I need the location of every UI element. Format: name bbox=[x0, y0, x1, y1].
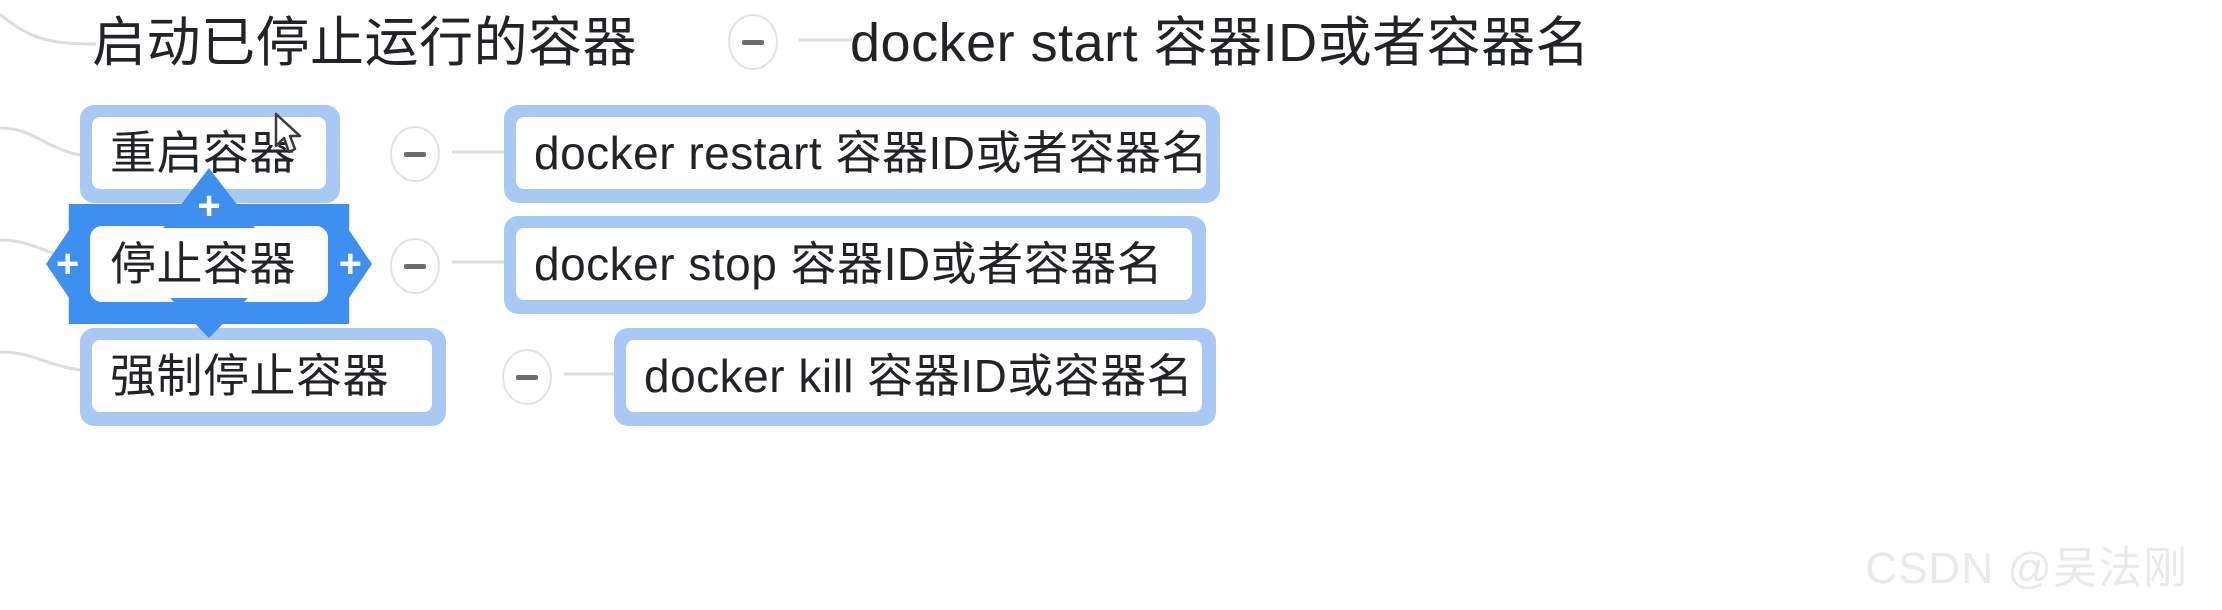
minus-icon bbox=[404, 151, 426, 157]
command-node-4-label: docker kill 容器ID或容器名 bbox=[624, 338, 1204, 414]
collapse-toggle-3[interactable] bbox=[390, 238, 440, 294]
minus-icon bbox=[404, 263, 426, 269]
topic-node-4[interactable]: 强制停止容器 bbox=[80, 328, 446, 426]
minus-icon bbox=[742, 39, 764, 45]
collapse-toggle-1[interactable] bbox=[728, 14, 778, 70]
command-node-1[interactable]: docker start 容器ID或者容器名 bbox=[850, 6, 1960, 80]
topic-node-1[interactable]: 启动已停止运行的容器 bbox=[92, 6, 652, 80]
collapse-toggle-2[interactable] bbox=[390, 126, 440, 182]
command-node-1-label: docker start 容器ID或者容器名 bbox=[850, 13, 1591, 73]
topic-node-4-label: 强制停止容器 bbox=[90, 338, 434, 414]
command-node-3[interactable]: docker stop 容器ID或者容器名 bbox=[504, 216, 1206, 314]
command-node-2-label: docker restart 容器ID或者容器名 bbox=[514, 115, 1208, 191]
add-child-handle[interactable]: + bbox=[338, 242, 362, 286]
topic-node-3-label: 停止容器 bbox=[90, 226, 328, 302]
collapse-toggle-4[interactable] bbox=[502, 349, 552, 405]
command-node-3-label: docker stop 容器ID或者容器名 bbox=[514, 226, 1194, 302]
command-node-2[interactable]: docker restart 容器ID或者容器名 bbox=[504, 105, 1220, 203]
add-parent-handle[interactable]: + bbox=[56, 242, 80, 286]
topic-node-3[interactable]: 停止容器 + + + bbox=[46, 168, 372, 338]
csdn-watermark: CSDN @吴法刚 bbox=[1865, 544, 2188, 593]
command-node-4[interactable]: docker kill 容器ID或容器名 bbox=[614, 328, 1216, 426]
minus-icon bbox=[516, 374, 538, 380]
topic-node-1-label: 启动已停止运行的容器 bbox=[92, 13, 637, 73]
